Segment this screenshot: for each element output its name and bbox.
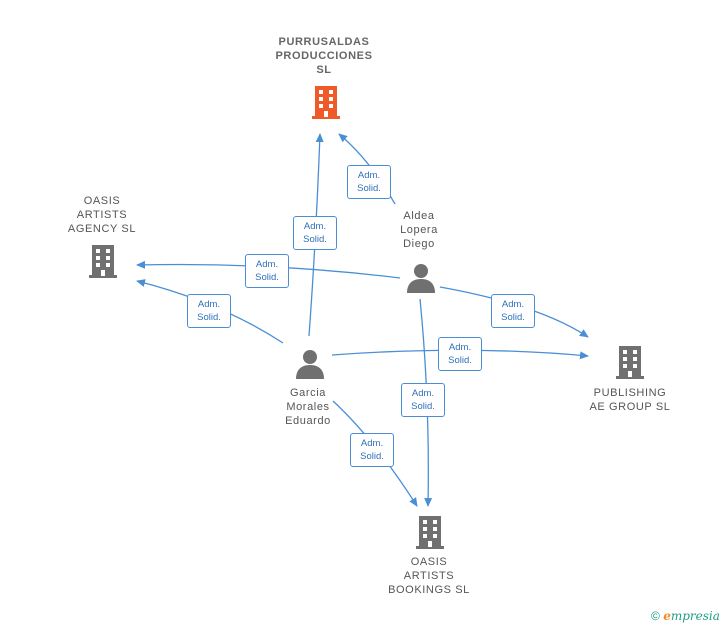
building-icon[interactable] — [414, 514, 446, 550]
person-icon[interactable] — [405, 262, 437, 294]
node-label-garcia-morales-eduardo[interactable]: Garcia Morales Eduardo — [285, 387, 331, 427]
edge-label-garcia-purrusaldas[interactable]: Adm.Solid. — [293, 216, 337, 250]
building-icon[interactable] — [614, 344, 646, 380]
edge-label-aldea-oasis-agency[interactable]: Adm.Solid. — [245, 254, 289, 288]
edge-label-garcia-oasis-agency[interactable]: Adm.Solid. — [187, 294, 231, 328]
building-icon[interactable] — [87, 243, 119, 279]
node-label-purrusaldas[interactable]: PURRUSALDAS PRODUCCIONES SL — [275, 36, 373, 76]
copyright-symbol: © — [651, 609, 660, 623]
edge-label-garcia-oasis-bookings[interactable]: Adm.Solid. — [350, 433, 394, 467]
brand-name: mpresia — [670, 609, 720, 623]
brand-initial: e — [663, 609, 671, 623]
node-label-publishing-ae-group[interactable]: PUBLISHING AE GROUP SL — [589, 387, 671, 413]
edge-label-aldea-purrusaldas[interactable]: Adm.Solid. — [347, 165, 391, 199]
edge-label-aldea-oasis-bookings[interactable]: Adm.Solid. — [401, 383, 445, 417]
edge-label-aldea-publishing[interactable]: Adm.Solid. — [491, 294, 535, 328]
footer-brand[interactable]: © empresia — [651, 609, 720, 623]
person-icon[interactable] — [294, 348, 326, 380]
building-icon[interactable] — [310, 84, 342, 120]
node-label-aldea-lopera-diego[interactable]: Aldea Lopera Diego — [400, 210, 438, 250]
edge-label-garcia-publishing[interactable]: Adm.Solid. — [438, 337, 482, 371]
node-label-oasis-artists-agency[interactable]: OASIS ARTISTS AGENCY SL — [67, 195, 137, 235]
node-label-oasis-artists-bookings[interactable]: OASIS ARTISTS BOOKINGS SL — [388, 556, 470, 596]
